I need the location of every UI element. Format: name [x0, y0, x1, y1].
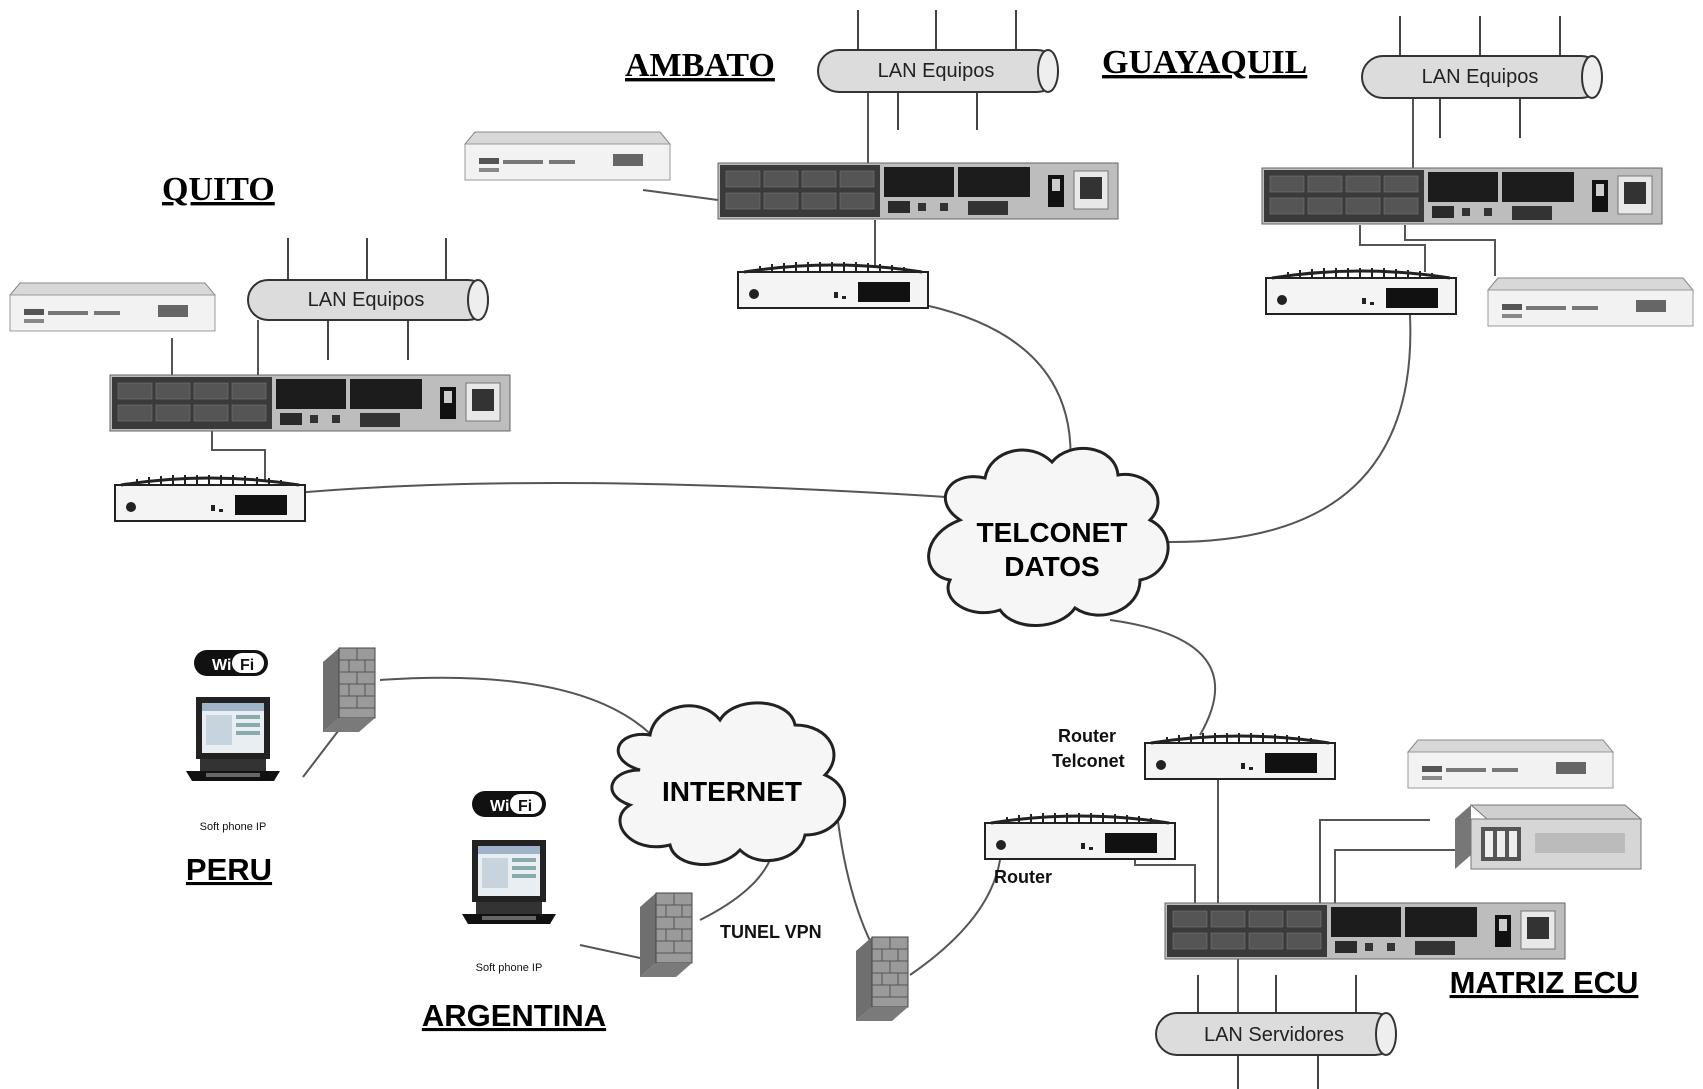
- lan-equipos-guayaquil: LAN Equipos: [1361, 55, 1603, 99]
- gateway-icon: [9, 282, 216, 332]
- link-server-matriz: [1334, 849, 1455, 905]
- router-icon: [1264, 266, 1458, 316]
- site-peru: Wi Fi Soft phone IP PERU: [186, 647, 376, 887]
- tunel-vpn-label: TUNEL VPN: [720, 922, 822, 942]
- firewall-icon: [322, 647, 376, 733]
- router-label: Router: [994, 867, 1052, 887]
- router-icon: [736, 260, 930, 310]
- wifi-icon: Wi Fi: [472, 791, 546, 817]
- router-telconet-label-line1: Router: [1058, 726, 1116, 746]
- switch-icon: [109, 374, 511, 432]
- lan-risers: [287, 10, 1561, 1089]
- site-guayaquil: GUAYAQUIL LAN Equipos: [1102, 44, 1694, 327]
- svg-text:LAN Equipos: LAN Equipos: [308, 289, 425, 311]
- link-firewall-router: [909, 859, 1001, 976]
- link-ambato-gateway-switch: [642, 189, 719, 201]
- gateway-icon: [1487, 277, 1694, 327]
- link-gye-switch-gateway: [1404, 225, 1496, 276]
- wifi-icon: Wi Fi: [194, 650, 268, 676]
- cloud-icon: [610, 701, 847, 866]
- site-title-peru: PERU: [186, 852, 272, 887]
- switch-icon: [1261, 167, 1663, 225]
- svg-text:DATOS: DATOS: [1004, 551, 1099, 582]
- svg-text:Fi: Fi: [240, 657, 254, 674]
- link-telconet-router: [1109, 619, 1217, 736]
- router-icon: [1143, 731, 1337, 781]
- softphone-label-peru: Soft phone IP: [200, 821, 267, 833]
- link-peru-internet: [379, 676, 666, 751]
- laptop-icon: [462, 840, 556, 924]
- link-internet-firewall: [834, 794, 881, 961]
- switch-icon: [717, 162, 1119, 220]
- link-argentina-laptop-firewall: [579, 944, 641, 959]
- site-ambato: AMBATO LAN Equipos: [464, 47, 1119, 310]
- cloud-icon: [927, 447, 1170, 627]
- links: [171, 90, 1496, 1089]
- link-gateway-matriz: [1319, 819, 1430, 905]
- site-title-matriz: MATRIZ ECU: [1450, 965, 1639, 1000]
- site-title-argentina: ARGENTINA: [422, 998, 606, 1033]
- lan-servidores-matriz: LAN Servidores: [1155, 1012, 1397, 1056]
- link-ambato-telconet: [924, 304, 1072, 471]
- gateway-icon: [464, 131, 671, 181]
- svg-text:INTERNET: INTERNET: [662, 776, 802, 807]
- svg-text:LAN Servidores: LAN Servidores: [1204, 1024, 1344, 1046]
- cloud-telconet: TELCONET DATOS: [927, 447, 1170, 627]
- firewall-icon: [639, 892, 693, 978]
- laptop-icon: [186, 697, 280, 781]
- softphone-label-argentina: Soft phone IP: [476, 962, 543, 974]
- link-quito-switch-router: [211, 430, 266, 480]
- site-title-guayaquil: GUAYAQUIL: [1102, 44, 1307, 81]
- lan-equipos-ambato: LAN Equipos: [817, 49, 1059, 93]
- link-quito-telconet: [294, 482, 991, 501]
- firewall-icon: [855, 936, 909, 1022]
- svg-text:LAN Equipos: LAN Equipos: [878, 60, 995, 82]
- router-icon: [113, 473, 307, 523]
- router-telconet-label-line2: Telconet: [1052, 751, 1125, 771]
- link-guayaquil-telconet: [1164, 314, 1412, 544]
- link-gye-switch-router: [1359, 225, 1426, 272]
- site-title-quito: QUITO: [162, 171, 275, 208]
- lan-equipos-quito: LAN Equipos: [247, 279, 489, 321]
- site-argentina: Wi Fi Soft phone IP ARGENTINA TUNEL VPN: [422, 791, 822, 1033]
- cloud-internet: INTERNET: [610, 701, 847, 866]
- svg-text:TELCONET: TELCONET: [977, 517, 1128, 548]
- svg-text:LAN Equipos: LAN Equipos: [1422, 66, 1539, 88]
- site-quito: QUITO LAN Equipos: [9, 171, 511, 523]
- router-icon: [983, 811, 1177, 861]
- svg-text:Wi: Wi: [490, 798, 509, 815]
- site-matriz: Router Router Telconet MATRIZ ECU LAN Se…: [855, 726, 1642, 1056]
- svg-text:Fi: Fi: [518, 798, 532, 815]
- site-title-ambato: AMBATO: [625, 47, 775, 84]
- svg-text:Wi: Wi: [212, 657, 231, 674]
- server-icon: [1454, 804, 1642, 870]
- switch-icon: [1164, 902, 1566, 960]
- gateway-icon: [1407, 739, 1614, 789]
